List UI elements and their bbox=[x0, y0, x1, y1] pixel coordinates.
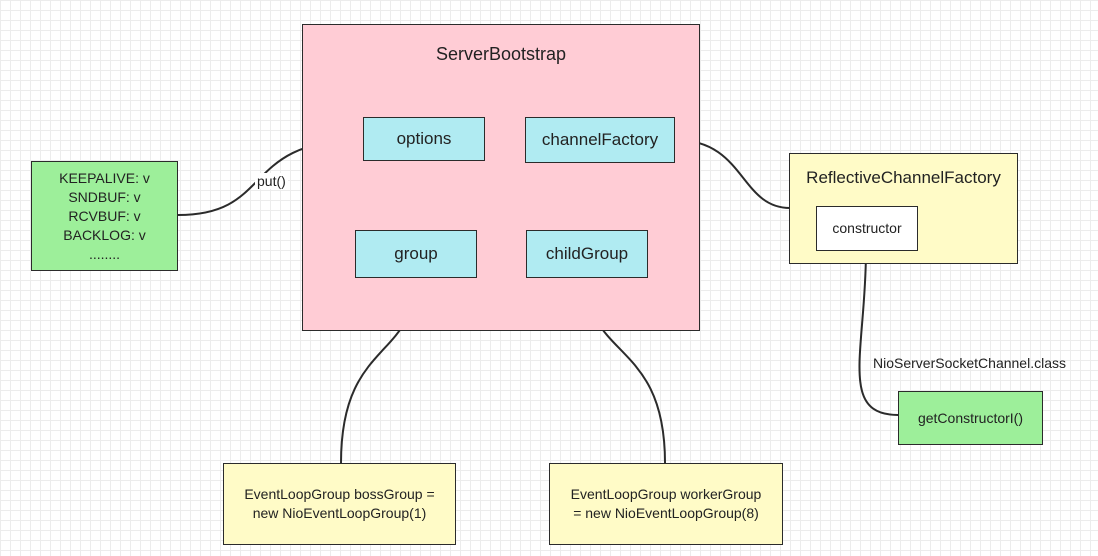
worker-group-text: EventLoopGroup workerGroup = new NioEven… bbox=[571, 485, 762, 523]
arrow-getconstructor-to-constructor bbox=[858, 249, 899, 416]
options-list-lines: KEEPALIVE: v SNDBUF: v RCVBUF: v BACKLOG… bbox=[59, 169, 150, 264]
options-box: options bbox=[363, 117, 485, 161]
nio-class-label: NioServerSocketChannel.class bbox=[873, 355, 1066, 371]
options-list-box: KEEPALIVE: v SNDBUF: v RCVBUF: v BACKLOG… bbox=[31, 161, 178, 271]
option-rcvbuf: RCVBUF: v bbox=[68, 207, 141, 224]
option-backlog: BACKLOG: v bbox=[63, 226, 146, 243]
boss-group-line2: new NioEventLoopGroup(1) bbox=[252, 505, 427, 521]
option-sndbuf: SNDBUF: v bbox=[68, 188, 141, 205]
option-keepalive: KEEPALIVE: v bbox=[59, 169, 150, 186]
worker-group-line1: EventLoopGroup workerGroup bbox=[570, 486, 762, 502]
worker-group-box: EventLoopGroup workerGroup = new NioEven… bbox=[549, 463, 783, 545]
constructor-box: constructor bbox=[816, 206, 918, 251]
boss-group-text: EventLoopGroup bossGroup = new NioEventL… bbox=[244, 485, 434, 523]
boss-group-box: EventLoopGroup bossGroup = new NioEventL… bbox=[223, 463, 456, 545]
server-bootstrap-box bbox=[302, 24, 700, 331]
get-constructor-box: getConstructorI() bbox=[898, 391, 1043, 445]
child-group-box: childGroup bbox=[526, 230, 648, 278]
put-label: put() bbox=[255, 173, 288, 189]
worker-group-line2: = new NioEventLoopGroup(8) bbox=[573, 505, 759, 521]
group-box: group bbox=[355, 230, 477, 278]
boss-group-line1: EventLoopGroup bossGroup = bbox=[244, 486, 435, 502]
channel-factory-box: channelFactory bbox=[525, 117, 675, 163]
server-bootstrap-title: ServerBootstrap bbox=[435, 44, 567, 64]
reflective-channel-factory-title: ReflectiveChannelFactory bbox=[806, 168, 1001, 187]
option-ellipsis: ........ bbox=[88, 245, 121, 262]
